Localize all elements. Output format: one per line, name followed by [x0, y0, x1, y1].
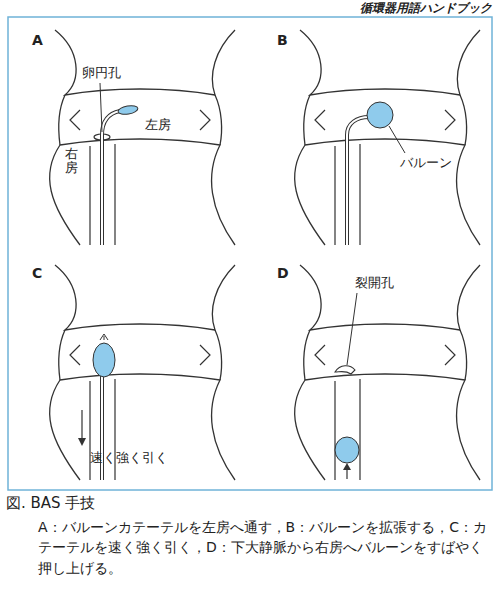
running-header: 循環器用語ハンドブック — [360, 1, 492, 15]
panel-c-drawing — [50, 265, 235, 480]
part-label: 裂開孔 — [355, 275, 394, 291]
panel-letter: C — [32, 265, 42, 282]
panel-d-drawing — [295, 265, 480, 480]
part-label: バルーン — [400, 155, 452, 171]
figure-frame — [8, 17, 492, 490]
panel-b-drawing — [295, 30, 480, 245]
caption-body: A：バルーンカテーテルを左房へ通す，B：バルーンを拡張する，C：カテーテルを速く… — [38, 517, 490, 578]
part-label: 卵円孔 — [82, 65, 121, 81]
action-label: 速く強く引く — [90, 450, 168, 466]
panel-letter: D — [277, 265, 289, 282]
caption-title: 図. BAS 手技 — [6, 494, 95, 512]
part-label: 左房 — [145, 117, 171, 133]
panel-letter: B — [277, 32, 288, 49]
panel-letter: A — [32, 32, 43, 49]
panel-a-drawing — [50, 30, 235, 245]
part-label: 右房 — [65, 147, 78, 176]
